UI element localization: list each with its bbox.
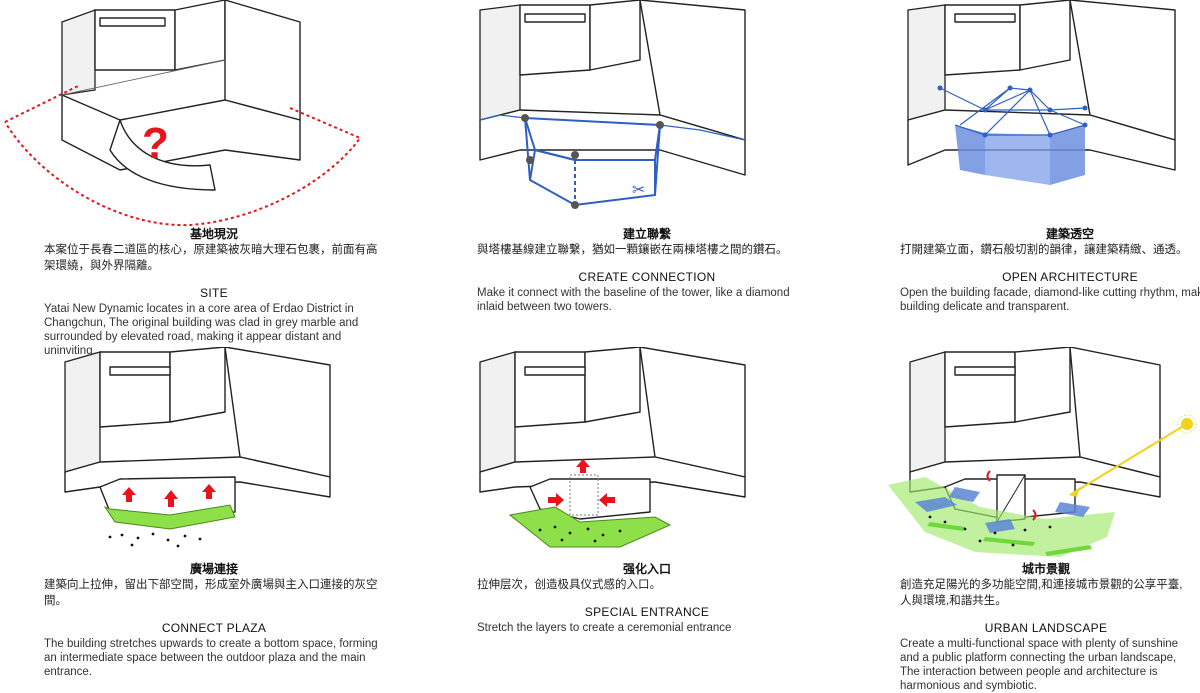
en-title: SPECIAL ENTRANCE [584, 605, 710, 619]
cn-title: 建築透空 [1045, 227, 1094, 241]
site-text: 基地現況 本案位于長春二道區的核心，原建築被灰暗大理石包裹，前面有高架環繞，與外… [44, 227, 384, 358]
en-body: Yatai New Dynamic locates in a core area… [44, 303, 359, 357]
urban-landscape-text: 城市景觀 創造充足陽光的多功能空間,和連接城市景觀的公享平臺,人與環境,和諧共生… [900, 562, 1192, 693]
en-body: Make it connect with the baseline of the… [477, 287, 790, 313]
cn-title: 强化入口 [622, 562, 671, 576]
sunlight-arrowhead [1070, 487, 1080, 497]
facade-panels [955, 125, 1085, 185]
en-body: Stretch the layers to create a ceremonia… [477, 622, 732, 634]
people-figures [538, 525, 622, 543]
en-title: CREATE CONNECTION [578, 270, 716, 284]
en-body: Open the building facade, diamond-like c… [900, 287, 1200, 313]
green-strips [927, 522, 1092, 556]
scissors-icon: ✂ [632, 180, 645, 199]
cn-body: 與塔樓基線建立聯繫，猶如一顆鑲嵌在兩棟塔樓之間的鑽石。 [477, 244, 788, 256]
cn-title: 廣場連接 [189, 562, 238, 576]
open-architecture-text: 建築透空 打開建築立面，鑽石般切割的韻律，讓建築精緻、通透。 OPEN ARCH… [900, 227, 1200, 314]
entrance-arrows [548, 459, 615, 507]
en-title: SITE [200, 286, 228, 300]
urban-landscape-diagram [888, 347, 1197, 557]
building-massing [479, 0, 746, 176]
blue-platforms [915, 487, 1090, 533]
en-title: CONNECT PLAZA [161, 621, 267, 635]
green-landscape [888, 477, 1115, 557]
building-massing [61, 0, 301, 191]
cn-title: 建立聯繫 [622, 227, 671, 241]
special-entrance-diagram [479, 347, 746, 548]
cn-body: 打開建築立面，鑽石般切割的韻律，讓建築精緻、通透。 [900, 244, 1188, 256]
cn-body: 本案位于長春二道區的核心，原建築被灰暗大理石包裹，前面有高架環繞，與外界隔離。 [44, 244, 378, 272]
connection-nodes [521, 114, 664, 209]
green-plaza [508, 506, 672, 548]
connection-diagram: ✂ [479, 0, 746, 209]
people-figures [928, 515, 1052, 547]
sun-icon [1177, 414, 1197, 434]
building-massing [907, 0, 1176, 171]
building-massing [479, 347, 746, 520]
people-figures [108, 532, 202, 548]
special-entrance-text: 强化入口 拉伸层次，创造极具仪式感的入口。 SPECIAL ENTRANCE S… [477, 562, 817, 635]
cn-body: 創造充足陽光的多功能空間,和連接城市景觀的公享平臺,人與環境,和諧共生。 [900, 579, 1183, 607]
connect-plaza-text: 廣場連接 建築向上拉伸，留出下部空間，形成室外廣場與主入口連接的灰空間。 CON… [44, 562, 384, 679]
cn-title: 基地現況 [189, 227, 238, 241]
cn-body: 建築向上拉伸，留出下部空間，形成室外廣場與主入口連接的灰空間。 [44, 579, 378, 607]
curved-arrows [986, 470, 1037, 521]
en-body: Create a multi-functional space with ple… [900, 638, 1179, 692]
diamond-connection [479, 114, 746, 207]
green-plaza [103, 504, 236, 530]
question-mark-icon: ? [142, 119, 169, 168]
site-diagram: ? [4, 0, 362, 227]
en-title: OPEN ARCHITECTURE [1002, 270, 1138, 284]
building-massing [64, 347, 331, 518]
sunlight-ray [1069, 424, 1186, 496]
upward-arrows [122, 484, 216, 507]
en-title: URBAN LANDSCAPE [984, 621, 1108, 635]
connection-text: 建立聯繫 與塔樓基線建立聯繫，猶如一顆鑲嵌在兩棟塔樓之間的鑽石。 CREATE … [477, 227, 817, 314]
wireframe-nodes [937, 85, 1088, 138]
cn-body: 拉伸层次，创造极具仪式感的入口。 [477, 579, 661, 591]
en-body: The building stretches upwards to create… [44, 638, 378, 678]
site-boundary [4, 84, 362, 227]
connect-plaza-diagram [64, 347, 331, 548]
open-architecture-diagram [907, 0, 1176, 185]
cn-title: 城市景觀 [1021, 562, 1070, 576]
